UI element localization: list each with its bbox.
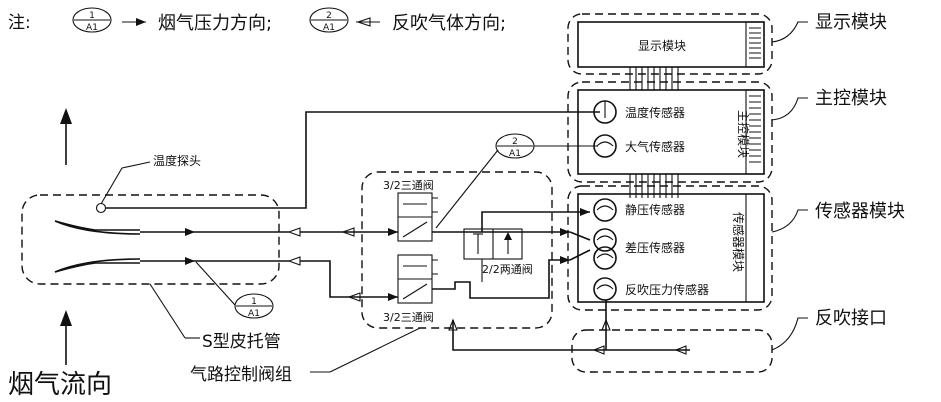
two-way-valve-label: 2/2两通阀 bbox=[482, 262, 533, 276]
main-control-module-box bbox=[567, 81, 773, 183]
temperature-sensor-icon bbox=[593, 100, 617, 124]
valve-group-box bbox=[361, 171, 553, 329]
legend-symbol-2: 2 A1 bbox=[309, 7, 349, 33]
display-module-inner-label: 显示模块 bbox=[638, 39, 686, 53]
legend-open-arrow-icon bbox=[356, 17, 380, 27]
symbol-1-a1: 1 A1 bbox=[234, 293, 274, 319]
display-module-box bbox=[567, 13, 773, 75]
legend-backflush-text: 反吹气体方向; bbox=[392, 13, 506, 34]
flue-gas-flow-label: 烟气流向 bbox=[8, 370, 112, 400]
svg-text:A1: A1 bbox=[86, 23, 98, 33]
backflush-port-label: 反吹接口 bbox=[815, 308, 887, 329]
svg-text:A1: A1 bbox=[509, 149, 521, 159]
s-pitot-tube-box bbox=[21, 194, 280, 285]
svg-text:2: 2 bbox=[512, 137, 518, 147]
svg-text:A1: A1 bbox=[323, 23, 335, 33]
sensor-module-panel bbox=[577, 193, 765, 303]
atmospheric-sensor-icon bbox=[593, 134, 617, 158]
static-pressure-sensor-label: 静压传感器 bbox=[625, 202, 685, 217]
three-way-valve-bottom bbox=[397, 254, 438, 304]
three-way-valve-bottom-label: 3/2三通阀 bbox=[383, 310, 434, 324]
legend-flue-gas-text: 烟气压力方向; bbox=[158, 13, 272, 34]
valve-group-label: 气路控制阀组 bbox=[190, 365, 292, 385]
temperature-sensor-label: 温度传感器 bbox=[625, 105, 685, 120]
pitot-probe-lower bbox=[54, 258, 289, 273]
atmospheric-sensor-label: 大气传感器 bbox=[625, 139, 685, 154]
differential-pressure-sensor-label: 差压传感器 bbox=[625, 240, 685, 255]
differential-pressure-sensor-icon bbox=[593, 228, 617, 270]
sensor-module-label: 传感器模块 bbox=[815, 201, 905, 222]
three-way-valve-top bbox=[397, 192, 438, 242]
svg-text:1: 1 bbox=[251, 297, 257, 307]
s-pitot-tube-label: S型皮托管 bbox=[202, 332, 281, 352]
svg-text:2: 2 bbox=[326, 11, 332, 21]
main-control-vertical-label: 主控模块 bbox=[736, 110, 750, 158]
two-way-valve bbox=[463, 228, 523, 260]
three-way-valve-top-label: 3/2三通阀 bbox=[383, 178, 434, 192]
legend-prefix: 注: bbox=[8, 13, 31, 33]
temperature-probe-icon bbox=[95, 202, 107, 214]
backflush-pressure-sensor-label: 反吹压力传感器 bbox=[625, 282, 709, 297]
flue-gas-up-arrow-icon bbox=[60, 108, 72, 165]
pitot-probe-upper bbox=[54, 220, 289, 235]
svg-text:A1: A1 bbox=[248, 309, 260, 319]
temperature-signal-line bbox=[106, 111, 600, 209]
svg-text:1: 1 bbox=[89, 11, 95, 21]
sensor-module-box bbox=[567, 185, 773, 311]
temperature-probe-label: 温度探头 bbox=[153, 153, 201, 168]
backflush-pressure-sensor-icon bbox=[593, 277, 617, 301]
legend-solid-arrow-icon bbox=[122, 18, 146, 26]
symbol-2-a1: 2 A1 bbox=[495, 133, 535, 159]
display-module-label: 显示模块 bbox=[815, 12, 887, 33]
sensor-vertical-label: 传感器模块 bbox=[731, 212, 746, 272]
backflush-port-box bbox=[571, 329, 773, 373]
flue-gas-up-arrow-bottom-icon bbox=[60, 310, 72, 365]
legend-symbol-1: 1 A1 bbox=[72, 7, 112, 33]
main-control-module-label: 主控模块 bbox=[815, 88, 887, 109]
static-pressure-sensor-icon bbox=[593, 198, 617, 222]
display-main-bus bbox=[629, 67, 679, 90]
